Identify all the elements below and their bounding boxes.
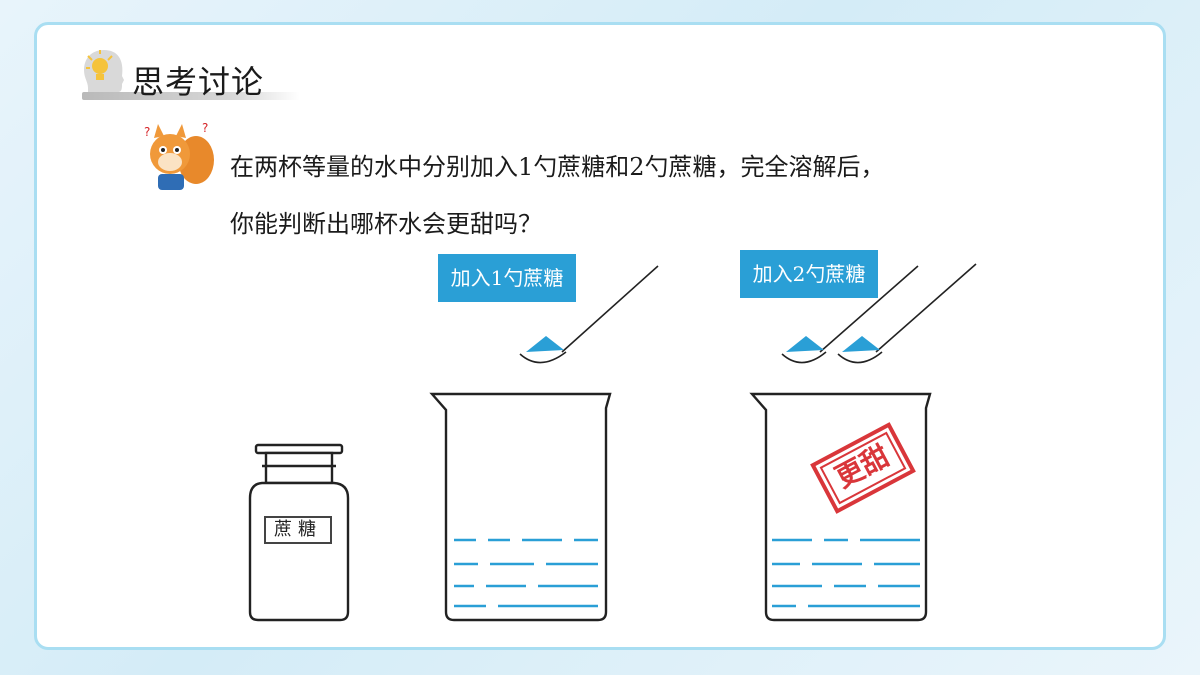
tag-two-spoons: 加入2勺蔗糖 (740, 250, 878, 298)
beaker-one (429, 392, 612, 622)
tag-one-spoon: 加入1勺蔗糖 (438, 254, 576, 302)
beaker-two (749, 392, 932, 622)
page-title: 思考讨论 (132, 63, 265, 101)
question-line-1: 在两杯等量的水中分别加入1勺蔗糖和2勺蔗糖，完全溶解后， (230, 153, 885, 181)
beaker-one-water (454, 538, 598, 608)
content-card (34, 22, 1166, 650)
spoon-two-b (837, 263, 977, 364)
squirrel-icon: ? ? (144, 121, 214, 190)
spoon-one (519, 265, 659, 364)
svg-text:?: ? (202, 121, 208, 135)
jar-label: 蔗糖 (264, 516, 332, 544)
svg-text:?: ? (144, 125, 150, 139)
title-underline (82, 92, 300, 100)
question-line-2: 你能判断出哪杯水会更甜吗？ (230, 210, 542, 238)
lightbulb-head-icon (84, 50, 124, 100)
spoon-two-a (781, 265, 919, 364)
beaker-two-water (772, 538, 920, 608)
